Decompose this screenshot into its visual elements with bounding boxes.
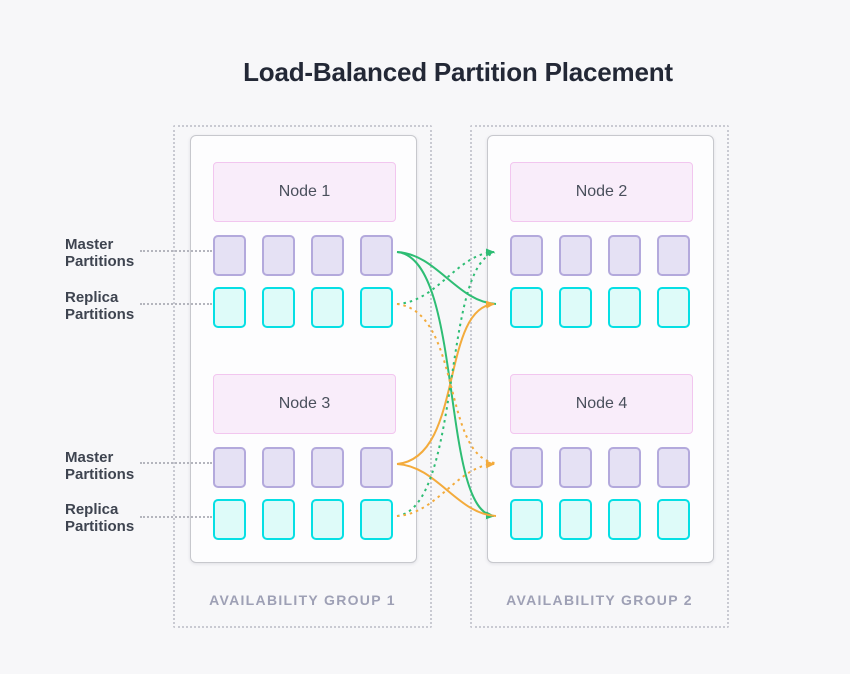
replica-partition bbox=[213, 499, 246, 540]
replica-partitions-row-node-3 bbox=[213, 499, 393, 540]
label-master-partitions-node-3: Master Partitions bbox=[65, 449, 135, 483]
node-header-node-2: Node 2 bbox=[510, 162, 693, 222]
master-partition bbox=[311, 447, 344, 488]
master-partition bbox=[262, 447, 295, 488]
label-master-partitions-node-1: Master Partitions bbox=[65, 236, 135, 270]
availability-group-1: Node 1 Node 3 AVAILABI bbox=[173, 125, 432, 628]
node-container-group-2: Node 2 Node 4 bbox=[487, 135, 714, 563]
master-partition bbox=[559, 447, 592, 488]
replica-partition bbox=[360, 499, 393, 540]
master-partition bbox=[608, 447, 641, 488]
master-partition bbox=[657, 235, 690, 276]
master-partition bbox=[510, 447, 543, 488]
replica-partition bbox=[608, 287, 641, 328]
master-partitions-row-node-4 bbox=[510, 447, 690, 488]
node-name: Node 4 bbox=[575, 395, 628, 412]
leader-line-replica-node-3 bbox=[140, 516, 212, 518]
leader-line-master-node-3 bbox=[140, 462, 212, 464]
replica-partition bbox=[360, 287, 393, 328]
replica-partition bbox=[262, 287, 295, 328]
label-replica-partitions-node-3: Replica Partitions bbox=[65, 501, 135, 535]
replica-partition bbox=[311, 499, 344, 540]
replica-partition bbox=[510, 287, 543, 328]
availability-group-1-label: AVAILABILITY GROUP 1 bbox=[209, 592, 396, 608]
master-partition bbox=[608, 235, 641, 276]
availability-group-2-label: AVAILABILITY GROUP 2 bbox=[506, 592, 693, 608]
master-partitions-row-node-1 bbox=[213, 235, 393, 276]
replica-partitions-row-node-4 bbox=[510, 499, 690, 540]
replica-partition bbox=[262, 499, 295, 540]
replica-partition bbox=[657, 287, 690, 328]
master-partition bbox=[657, 447, 690, 488]
replica-partition bbox=[608, 499, 641, 540]
node-header-node-3: Node 3 bbox=[213, 374, 396, 434]
replica-partition bbox=[510, 499, 543, 540]
master-partition bbox=[559, 235, 592, 276]
master-partition bbox=[360, 235, 393, 276]
master-partition bbox=[360, 447, 393, 488]
node-header-node-4: Node 4 bbox=[510, 374, 693, 434]
master-partition bbox=[311, 235, 344, 276]
replica-partition bbox=[213, 287, 246, 328]
node-header-node-1: Node 1 bbox=[213, 162, 396, 222]
availability-group-2: Node 2 Node 4 AVAILABI bbox=[470, 125, 729, 628]
master-partition bbox=[213, 447, 246, 488]
replica-partitions-row-node-1 bbox=[213, 287, 393, 328]
leader-line-master-node-1 bbox=[140, 250, 212, 252]
master-partition bbox=[213, 235, 246, 276]
node-name: Node 2 bbox=[575, 183, 628, 200]
leader-line-replica-node-1 bbox=[140, 303, 212, 305]
master-partitions-row-node-3 bbox=[213, 447, 393, 488]
master-partitions-row-node-2 bbox=[510, 235, 690, 276]
node-name: Node 3 bbox=[278, 395, 331, 412]
replica-partitions-row-node-2 bbox=[510, 287, 690, 328]
node-container-group-1: Node 1 Node 3 bbox=[190, 135, 417, 563]
replica-partition bbox=[657, 499, 690, 540]
node-name: Node 1 bbox=[278, 183, 331, 200]
label-replica-partitions-node-1: Replica Partitions bbox=[65, 289, 135, 323]
master-partition bbox=[510, 235, 543, 276]
replica-partition bbox=[559, 499, 592, 540]
master-partition bbox=[262, 235, 295, 276]
page-title: Load-Balanced Partition Placement bbox=[243, 57, 673, 87]
replica-partition bbox=[311, 287, 344, 328]
replica-partition bbox=[559, 287, 592, 328]
